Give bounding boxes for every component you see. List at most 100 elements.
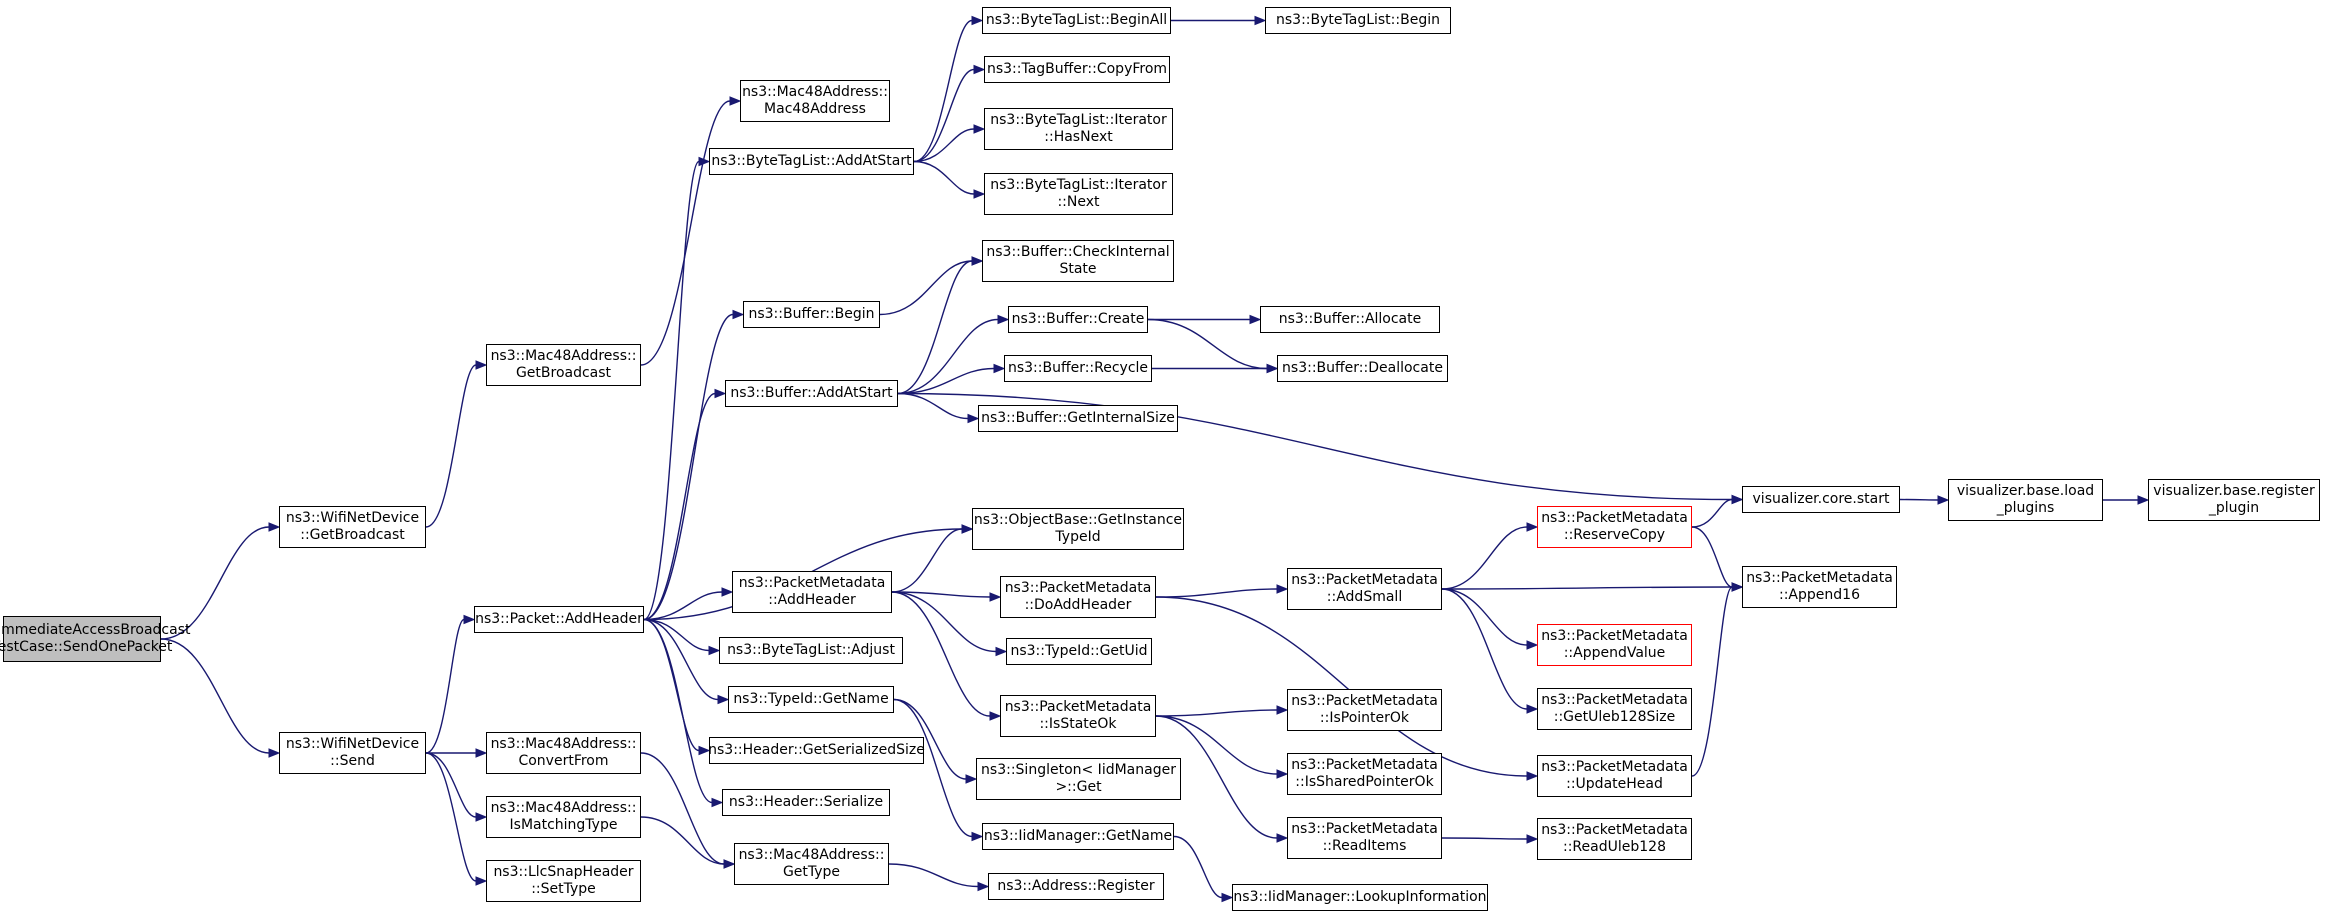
edge-pm-updatehead-to-pm-append16 <box>1691 582 1744 777</box>
edge-pm-addsmall-to-pm-append16 <box>1441 582 1744 592</box>
node-pm-appendvalue[interactable]: ns3::PacketMetadata ::AppendValue <box>1537 624 1692 666</box>
node-pm-ispointerok[interactable]: ns3::PacketMetadata ::IsPointerOk <box>1287 689 1442 731</box>
node-header-getserializedsize[interactable]: ns3::Header::GetSerializedSize <box>708 737 925 764</box>
node-btl-begin[interactable]: ns3::ByteTagList::Begin <box>1265 7 1451 34</box>
node-pm-readuleb128[interactable]: ns3::PacketMetadata ::ReadUleb128 <box>1537 818 1692 860</box>
node-pm-reservecopy[interactable]: ns3::PacketMetadata ::ReserveCopy <box>1537 506 1692 548</box>
node-mac48-getbroadcast[interactable]: ns3::Mac48Address:: GetBroadcast <box>486 344 641 386</box>
edge-pm-isstateok-to-pm-readitems <box>1155 715 1289 843</box>
edge-pm-isstateok-to-pm-ispointerok <box>1155 705 1289 717</box>
edge-btl-addatstart-to-btl-iter-hasnext <box>913 124 986 163</box>
node-llcsnap-settype[interactable]: ns3::LlcSnapHeader ::SetType <box>486 860 641 902</box>
node-mac48-ismatchingtype[interactable]: ns3::Mac48Address:: IsMatchingType <box>486 796 641 838</box>
edge-packet-addheader-to-buffer-addatstart <box>643 388 727 621</box>
edge-buffer-addatstart-to-buffer-create <box>897 314 1010 395</box>
node-header-serialize[interactable]: ns3::Header::Serialize <box>722 789 890 816</box>
edge-btl-addatstart-to-tagbuffer-copyfrom <box>913 64 986 163</box>
edge-mac48-convertfrom-to-mac48-gettype <box>640 752 736 869</box>
node-mac48-convertfrom[interactable]: ns3::Mac48Address:: ConvertFrom <box>486 732 641 774</box>
edge-pm-reservecopy-to-pm-append16 <box>1691 526 1744 592</box>
edge-pm-addsmall-to-pm-getuleb128size <box>1441 588 1539 714</box>
node-pm-isstateok[interactable]: ns3::PacketMetadata ::IsStateOk <box>1000 695 1156 737</box>
edge-pm-addsmall-to-pm-appendvalue <box>1441 588 1539 650</box>
edge-pm-addheader-to-typeid-getuid <box>891 591 1008 657</box>
edge-root-to-wnd-send <box>160 638 281 758</box>
node-typeid-getuid[interactable]: ns3::TypeId::GetUid <box>1006 638 1152 665</box>
node-wnd-getbroadcast[interactable]: ns3::WifiNetDevice ::GetBroadcast <box>279 506 426 548</box>
edge-btl-beginall-to-btl-begin <box>1171 15 1267 26</box>
edge-pm-reservecopy-to-viz-core-start <box>1691 494 1744 528</box>
node-singleton-get[interactable]: ns3::Singleton< IidManager >::Get <box>976 758 1181 800</box>
edge-viz-base-load-plugins-to-viz-base-register-plugin <box>2102 495 2150 505</box>
node-viz-core-start[interactable]: visualizer.core.start <box>1742 486 1900 513</box>
node-btl-adjust[interactable]: ns3::ByteTagList::Adjust <box>719 637 903 664</box>
edge-pm-addheader-to-objectbase-getinstancetypeid <box>891 524 974 593</box>
node-buffer-allocate[interactable]: ns3::Buffer::Allocate <box>1260 306 1440 333</box>
edge-buffer-recycle-to-buffer-deallocate <box>1152 363 1279 374</box>
node-mac48-gettype[interactable]: ns3::Mac48Address:: GetType <box>734 843 889 885</box>
node-btl-beginall[interactable]: ns3::ByteTagList::BeginAll <box>982 7 1171 34</box>
node-wnd-send[interactable]: ns3::WifiNetDevice ::Send <box>279 732 426 774</box>
edge-mac48-ismatchingtype-to-mac48-gettype <box>640 816 736 869</box>
node-buffer-recycle[interactable]: ns3::Buffer::Recycle <box>1004 355 1152 382</box>
edge-pm-doaddheader-to-pm-addsmall <box>1155 584 1289 598</box>
node-pm-addheader[interactable]: ns3::PacketMetadata ::AddHeader <box>732 571 892 613</box>
node-buffer-checkinternalstate[interactable]: ns3::Buffer::CheckInternal State <box>982 240 1174 282</box>
node-btl-addatstart[interactable]: ns3::ByteTagList::AddAtStart <box>709 148 914 175</box>
node-viz-base-load-plugins[interactable]: visualizer.base.load _plugins <box>1948 479 2103 521</box>
edge-btl-addatstart-to-btl-beginall <box>913 15 984 163</box>
node-typeid-getname[interactable]: ns3::TypeId::GetName <box>728 686 894 713</box>
node-iidmanager-getname[interactable]: ns3::IidManager::GetName <box>982 823 1174 850</box>
edge-typeid-getname-to-iidmanager-getname <box>893 698 984 842</box>
node-pm-addsmall[interactable]: ns3::PacketMetadata ::AddSmall <box>1287 568 1442 610</box>
edge-packet-addheader-to-buffer-begin <box>643 309 745 621</box>
edge-buffer-create-to-buffer-allocate <box>1147 314 1262 325</box>
node-root: DcfImmediateAccessBroadcast TestCase::Se… <box>0 616 190 662</box>
edge-wnd-send-to-packet-addheader <box>425 614 476 754</box>
edge-btl-addatstart-to-btl-iter-next <box>913 160 986 199</box>
edge-mac48-getbroadcast-to-mac48-ctor <box>640 96 742 366</box>
node-btl-iter-hasnext[interactable]: ns3::ByteTagList::Iterator ::HasNext <box>984 108 1173 150</box>
node-buffer-create[interactable]: ns3::Buffer::Create <box>1008 306 1148 333</box>
edge-buffer-addatstart-to-buffer-recycle <box>897 363 1006 395</box>
edge-buffer-addatstart-to-buffer-checkinternalstate <box>897 256 984 395</box>
node-pm-append16[interactable]: ns3::PacketMetadata ::Append16 <box>1742 566 1897 608</box>
node-packet-addheader[interactable]: ns3::Packet::AddHeader <box>474 606 644 633</box>
edge-wnd-send-to-llcsnap-settype <box>425 752 488 886</box>
node-tagbuffer-copyfrom[interactable]: ns3::TagBuffer::CopyFrom <box>984 56 1170 83</box>
edge-wnd-send-to-mac48-convertfrom <box>426 748 488 758</box>
edge-mac48-gettype-to-address-register <box>888 863 990 892</box>
edge-packet-addheader-to-typeid-getname <box>643 618 730 705</box>
node-pm-doaddheader[interactable]: ns3::PacketMetadata ::DoAddHeader <box>1000 576 1156 618</box>
edge-viz-core-start-to-viz-base-load-plugins <box>1899 495 1950 505</box>
node-pm-readitems[interactable]: ns3::PacketMetadata ::ReadItems <box>1287 817 1442 859</box>
node-buffer-getinternalsize[interactable]: ns3::Buffer::GetInternalSize <box>978 405 1178 432</box>
edge-packet-addheader-to-btl-adjust <box>643 618 721 656</box>
edge-pm-doaddheader-to-pm-updatehead <box>1155 596 1539 781</box>
node-buffer-deallocate[interactable]: ns3::Buffer::Deallocate <box>1277 355 1448 382</box>
edge-packet-addheader-to-pm-addheader <box>643 587 734 621</box>
node-pm-getuleb128size[interactable]: ns3::PacketMetadata ::GetUleb128Size <box>1537 688 1692 730</box>
edge-pm-addheader-to-pm-isstateok <box>891 591 1002 721</box>
node-buffer-begin[interactable]: ns3::Buffer::Begin <box>743 301 880 328</box>
node-iidmanager-lookupinformation[interactable]: ns3::IidManager::LookupInformation <box>1232 884 1488 911</box>
node-buffer-addatstart[interactable]: ns3::Buffer::AddAtStart <box>725 380 898 407</box>
edge-iidmanager-getname-to-iidmanager-lookupinformation <box>1173 835 1234 903</box>
edge-packet-addheader-to-header-serialize <box>643 618 724 808</box>
node-btl-iter-next[interactable]: ns3::ByteTagList::Iterator ::Next <box>984 173 1173 215</box>
edge-typeid-getname-to-singleton-get <box>893 698 978 784</box>
node-pm-issharedpointerok[interactable]: ns3::PacketMetadata ::IsSharedPointerOk <box>1287 753 1442 795</box>
edge-pm-addsmall-to-pm-reservecopy <box>1441 522 1539 590</box>
edge-buffer-create-to-buffer-deallocate <box>1147 318 1279 374</box>
node-objectbase-getinstancetypeid[interactable]: ns3::ObjectBase::GetInstance TypeId <box>972 508 1184 550</box>
node-pm-updatehead[interactable]: ns3::PacketMetadata ::UpdateHead <box>1537 755 1692 797</box>
node-mac48-ctor[interactable]: ns3::Mac48Address:: Mac48Address <box>740 80 890 122</box>
edge-wnd-getbroadcast-to-mac48-getbroadcast <box>425 360 488 528</box>
edge-wnd-send-to-mac48-ismatchingtype <box>425 752 488 822</box>
node-viz-base-register-plugin[interactable]: visualizer.base.register _plugin <box>2148 479 2320 521</box>
edge-pm-addheader-to-pm-doaddheader <box>891 591 1002 602</box>
edge-pm-readitems-to-pm-readuleb128 <box>1441 834 1539 844</box>
node-address-register[interactable]: ns3::Address::Register <box>988 873 1164 900</box>
